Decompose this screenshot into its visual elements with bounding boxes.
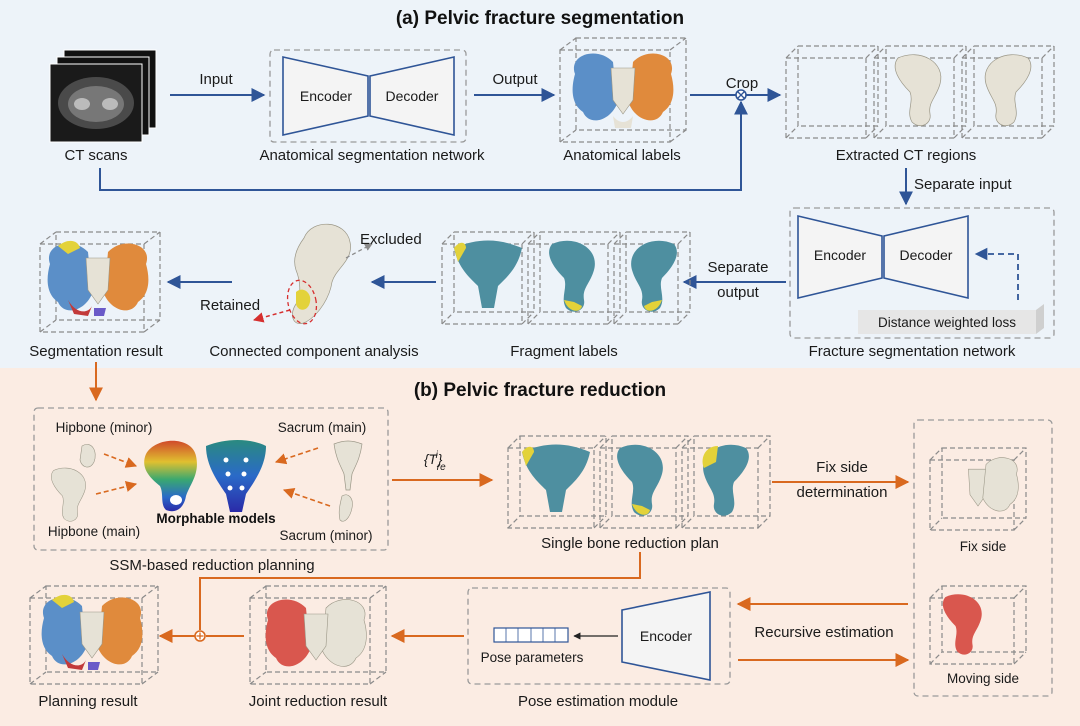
transform-label: {Trei} [424,450,446,473]
hip-minor-arrow [103,453,138,468]
morphable-sacrum [206,440,266,512]
fracture-encoder-shape [797,214,883,300]
retained-arrow [252,309,291,323]
planning-result-label: Planning result [38,693,138,710]
segmentation-result-cube [39,231,161,333]
fix-side-cube [929,447,1027,531]
planning-result-cube [29,585,159,685]
joint-result-label: Joint reduction result [249,693,388,710]
ct-to-crop-arrow [99,100,748,191]
moving-side-cube [929,585,1027,665]
anatomical-network-label: Anatomical segmentation network [259,147,485,164]
separate-input-label: Separate input [914,176,1012,193]
pose-parameters-vector [493,627,569,643]
extracted-cube-2 [873,45,967,139]
single-bone-plan [507,435,771,529]
sac-minor-arrow [282,488,331,507]
fracture-network-box [789,207,1055,339]
fracture-decoder-shape [883,214,969,300]
distance-loss-box [858,310,1036,334]
morphable-hipbone [144,440,197,512]
input-label: Input [199,71,233,88]
loss-feedback-arrow [974,247,1019,300]
ct-scans-image [49,49,157,143]
fragment-cube-1 [441,231,535,325]
hipbone-main-label: Hipbone (main) [48,524,140,539]
plan-cube-3 [681,435,771,529]
sacrum-minor-image [338,494,353,522]
encoder-label: Encoder [300,88,352,104]
section-a-title: (a) Pelvic fracture segmentation [396,8,684,29]
distance-loss-label: Distance weighted loss [878,315,1016,330]
output-label: Output [492,71,538,88]
plan-cube-1 [507,435,607,529]
encoder-shape [282,56,369,136]
pose-module-box [467,587,731,685]
extracted-ct-regions [785,45,1055,139]
extracted-cube-1 [785,45,879,139]
plan-cube-2 [599,435,689,529]
decoder-shape [369,55,455,137]
cca-image [286,223,351,325]
fragment-cube-2 [527,231,621,325]
sacrum-main-label: Sacrum (main) [278,420,367,435]
fracture-encoder-label: Encoder [814,247,866,263]
excluded-label: Excluded [360,231,422,248]
ssm-label: SSM-based reduction planning [109,557,314,574]
fragment-cube-3 [613,231,691,325]
extracted-cube-3 [961,45,1055,139]
hipbone-minor-image [79,444,96,468]
pose-encoder-shape [621,591,711,681]
joint-result-cube [249,585,387,685]
moving-side-label: Moving side [947,671,1019,686]
morphable-models-label: Morphable models [156,511,275,526]
sacrum-minor-label: Sacrum (minor) [279,528,372,543]
anatomical-labels-cube [559,37,687,143]
separate-output-label-1: Separate [708,259,769,276]
crop-label: Crop [726,75,759,92]
ct-scans-label: CT scans [64,147,127,164]
fix-side-det-label-1: Fix side [816,459,868,476]
pose-module-label: Pose estimation module [518,693,678,710]
retained-label: Retained [200,297,260,314]
fracture-network-label: Fracture segmentation network [809,343,1016,360]
reduction-section-background [0,368,1080,726]
anatomical-network-box [269,49,467,143]
hipbone-minor-label: Hipbone (minor) [56,420,153,435]
excluded-arrow [345,243,373,259]
cca-label: Connected component analysis [209,343,418,360]
fragment-labels [441,231,691,325]
fracture-decoder-label: Decoder [900,247,953,263]
ssm-box [33,407,389,551]
pose-encoder-label: Encoder [640,628,692,644]
hip-main-arrow [95,481,138,495]
fix-side-det-label-2: determination [797,484,888,501]
recursive-label: Recursive estimation [754,624,893,641]
separate-output-label-2: output [717,284,760,301]
anatomical-labels-label: Anatomical labels [563,147,681,164]
decoder-label: Decoder [386,88,439,104]
segmentation-result-label: Segmentation result [29,343,163,360]
side-determination-box [913,419,1053,697]
single-plan-label: Single bone reduction plan [541,535,719,552]
section-b-title: (b) Pelvic fracture reduction [414,380,666,401]
pose-parameters-label: Pose parameters [481,650,584,665]
plan-to-merge-line [199,552,641,630]
sac-main-arrow [274,447,319,465]
fix-side-label: Fix side [960,539,1007,554]
fragment-labels-label: Fragment labels [510,343,618,360]
extracted-ct-label: Extracted CT regions [836,147,977,164]
